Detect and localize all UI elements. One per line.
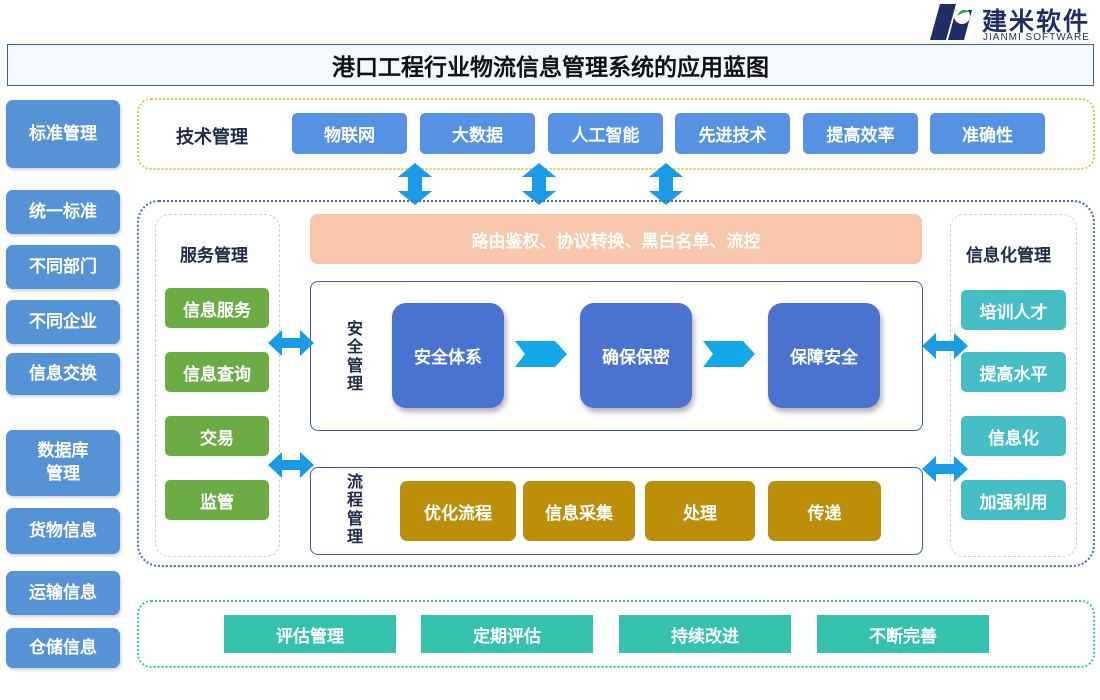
service-item-info-query: 信息查询 (165, 352, 269, 392)
eval-item-continuous-improvement: 持续改进 (619, 615, 791, 653)
informatization-management-label: 信息化管理 (966, 246, 1051, 266)
horizontal-double-arrow-icon (268, 330, 314, 356)
service-item-info-service: 信息服务 (165, 288, 269, 328)
logo-name-cn: 建米软件 (982, 7, 1091, 36)
info-item-strengthen-use: 加强利用 (961, 480, 1066, 520)
service-item-supervision: 监管 (165, 480, 269, 520)
left-item-unified-standard: 统一标准 (6, 190, 120, 234)
vertical-double-arrow-icon (398, 163, 432, 205)
left-item-cargo-info: 货物信息 (6, 508, 120, 554)
page-title: 港口工程行业物流信息管理系统的应用蓝图 (7, 44, 1094, 86)
tech-item-iot: 物联网 (292, 113, 407, 154)
tech-item-accuracy: 准确性 (930, 113, 1045, 154)
process-step-deliver: 传递 (768, 481, 881, 541)
jianmi-logo-icon (930, 4, 972, 40)
routing-control-bar: 路由鉴权、协议转换、黑白名单、流控 (310, 214, 922, 264)
info-item-improve-level: 提高水平 (961, 352, 1066, 392)
left-item-standard-management: 标准管理 (6, 100, 120, 168)
left-item-info-exchange: 信息交换 (6, 353, 120, 395)
left-item-different-enterprises: 不同企业 (6, 300, 120, 344)
chevron-right-arrow-icon (703, 341, 755, 367)
security-step-confidentiality: 确保保密 (580, 303, 692, 408)
core-management-group (137, 200, 1095, 567)
horizontal-double-arrow-icon (922, 456, 968, 482)
vertical-double-arrow-icon (522, 163, 556, 205)
chevron-right-arrow-icon (515, 341, 567, 367)
vertical-double-arrow-icon (649, 163, 683, 205)
service-management-panel (155, 214, 280, 557)
tech-management-label: 技术管理 (176, 127, 248, 148)
process-step-collect: 信息采集 (523, 481, 635, 541)
info-item-informatization: 信息化 (961, 416, 1066, 456)
tech-item-efficiency: 提高效率 (803, 113, 918, 154)
service-management-label: 服务管理 (180, 246, 248, 266)
horizontal-double-arrow-icon (268, 452, 314, 478)
tech-item-ai: 人工智能 (548, 113, 663, 154)
left-item-transport-info: 运输信息 (6, 571, 120, 615)
horizontal-double-arrow-icon (922, 333, 968, 359)
service-item-transaction: 交易 (165, 416, 269, 456)
evaluation-group (137, 600, 1095, 668)
security-step-system: 安全体系 (392, 303, 504, 408)
left-item-storage-info: 仓储信息 (6, 628, 120, 668)
informatization-management-panel (950, 214, 1077, 557)
tech-item-big-data: 大数据 (420, 113, 535, 154)
eval-item-constant-perfection: 不断完善 (817, 615, 989, 653)
tech-management-group (137, 98, 1095, 170)
logo-name-en: JIANMI SOFTWARE (983, 32, 1090, 43)
eval-item-assessment-management: 评估管理 (224, 615, 396, 653)
eval-item-periodic-assessment: 定期评估 (421, 615, 593, 653)
left-item-different-departments: 不同部门 (6, 245, 120, 289)
left-item-database-management: 数据库 管理 (6, 430, 120, 496)
process-step-optimize: 优化流程 (400, 481, 516, 541)
tech-item-advanced-tech: 先进技术 (675, 113, 790, 154)
process-step-handle: 处理 (645, 481, 755, 541)
security-step-ensure-safety: 保障安全 (768, 303, 880, 408)
process-management-label: 流程管理 (346, 472, 363, 547)
security-management-label: 安全管理 (346, 319, 363, 394)
info-item-train-talent: 培训人才 (961, 290, 1066, 330)
